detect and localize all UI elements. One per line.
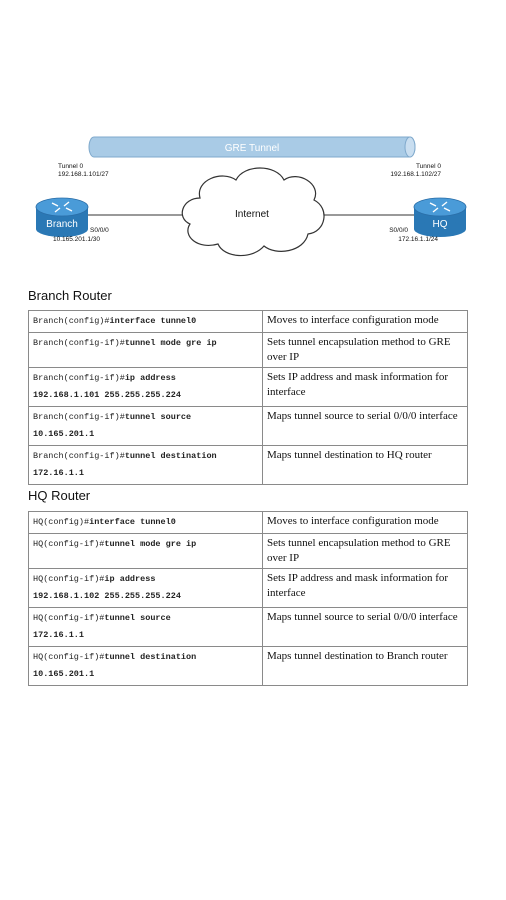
hq-command-table: HQ(config)#interface tunnel0 Moves to in… (28, 511, 468, 686)
internet-cloud: Internet (181, 167, 325, 257)
branch-router-icon: Branch (35, 197, 89, 237)
prompt-text: Branch(config-if)# (33, 338, 125, 348)
command-cell: Branch(config-if)#tunnel mode gre ip (28, 332, 263, 368)
description-cell: Maps tunnel destination to HQ router (262, 445, 468, 485)
prompt-text: HQ(config-if)# (33, 613, 105, 623)
command-cell: HQ(config-if)#ip address 192.168.1.102 25… (28, 568, 263, 608)
command-text: 172.16.1.1 (33, 630, 85, 640)
prompt-text: Branch(config-if)# (33, 451, 125, 461)
table-row: Branch(config-if)#tunnel destination 172.… (28, 445, 468, 485)
hq-section-title: HQ Router (28, 488, 91, 503)
hq-router-icon: HQ (413, 197, 467, 237)
command-text: tunnel source (104, 613, 171, 623)
branch-serial-if: S0/0/0 (90, 227, 109, 234)
description-cell: Moves to interface configuration mode (262, 511, 468, 534)
command-text: tunnel destination (104, 652, 197, 662)
table-row: HQ(config)#interface tunnel0 Moves to in… (28, 511, 468, 534)
command-text: 192.168.1.101 255.255.255.224 (33, 390, 181, 400)
command-text: tunnel mode gre ip (104, 539, 197, 549)
branch-serial-ip: 10.165.201.1/30 (53, 236, 100, 243)
table-row: HQ(config-if)#tunnel mode gre ip Sets tu… (28, 533, 468, 569)
description-cell: Sets IP address and mask information for… (262, 568, 468, 608)
description-cell: Moves to interface configuration mode (262, 310, 468, 333)
branch-section-title: Branch Router (28, 288, 112, 303)
command-text: ip address (104, 574, 156, 584)
branch-command-table: Branch(config)#interface tunnel0 Moves t… (28, 310, 468, 485)
table-row: HQ(config-if)#tunnel destination 10.165.2… (28, 646, 468, 686)
prompt-text: HQ(config)# (33, 517, 90, 527)
description-cell: Maps tunnel source to serial 0/0/0 inter… (262, 607, 468, 647)
command-cell: HQ(config-if)#tunnel mode gre ip (28, 533, 263, 569)
command-cell: Branch(config)#interface tunnel0 (28, 310, 263, 333)
branch-router-label: Branch (46, 219, 78, 230)
command-text: tunnel mode gre ip (124, 338, 217, 348)
command-text: interface tunnel0 (109, 316, 197, 326)
hq-router-label: HQ (433, 219, 448, 230)
command-text: 10.165.201.1 (33, 429, 95, 439)
tunnel-label: GRE Tunnel (225, 143, 279, 154)
hq-tunnel-ip: 192.168.1.102/27 (390, 171, 441, 178)
hq-tunnel-if: Tunnel 0 (416, 163, 441, 170)
cloud-label: Internet (235, 209, 269, 220)
hq-serial-if: S0/0/0 (389, 227, 408, 234)
command-text: tunnel destination (124, 451, 217, 461)
description-cell: Maps tunnel destination to Branch router (262, 646, 468, 686)
command-cell: HQ(config)#interface tunnel0 (28, 511, 263, 534)
command-text: 192.168.1.102 255.255.255.224 (33, 591, 181, 601)
branch-tunnel-if: Tunnel 0 (58, 163, 83, 170)
command-text: tunnel source (124, 412, 192, 422)
prompt-text: Branch(config-if)# (33, 373, 125, 383)
prompt-text: Branch(config-if)# (33, 412, 125, 422)
command-cell: Branch(config-if)#tunnel source 10.165.20… (28, 406, 263, 446)
table-row: HQ(config-if)#tunnel source 172.16.1.1 Ma… (28, 607, 468, 647)
command-text: interface tunnel0 (89, 517, 176, 527)
command-cell: Branch(config-if)#ip address 192.168.1.10… (28, 367, 263, 407)
table-row: HQ(config-if)#ip address 192.168.1.102 25… (28, 568, 468, 608)
table-row: Branch(config)#interface tunnel0 Moves t… (28, 310, 468, 333)
branch-tunnel-ip: 192.168.1.101/27 (58, 171, 109, 178)
table-row: Branch(config-if)#tunnel mode gre ip Set… (28, 332, 468, 368)
table-row: Branch(config-if)#tunnel source 10.165.20… (28, 406, 468, 446)
description-cell: Sets IP address and mask information for… (262, 367, 468, 407)
description-cell: Maps tunnel source to serial 0/0/0 inter… (262, 406, 468, 446)
hq-serial-ip: 172.16.1.1/24 (398, 236, 438, 243)
gre-network-diagram: GRE Tunnel Internet Branch HQ Tunnel 0 1… (35, 136, 467, 257)
command-cell: HQ(config-if)#tunnel source 172.16.1.1 (28, 607, 263, 647)
description-cell: Sets tunnel encapsulation method to GRE … (262, 533, 468, 569)
prompt-text: HQ(config-if)# (33, 539, 105, 549)
command-cell: HQ(config-if)#tunnel destination 10.165.2… (28, 646, 263, 686)
gre-tunnel: GRE Tunnel (88, 136, 416, 158)
command-text: 10.165.201.1 (33, 669, 95, 679)
description-cell: Sets tunnel encapsulation method to GRE … (262, 332, 468, 368)
prompt-text: HQ(config-if)# (33, 652, 105, 662)
prompt-text: HQ(config-if)# (33, 574, 105, 584)
command-cell: Branch(config-if)#tunnel destination 172.… (28, 445, 263, 485)
prompt-text: Branch(config)# (33, 316, 110, 326)
command-text: 172.16.1.1 (33, 468, 85, 478)
command-text: ip address (124, 373, 176, 383)
table-row: Branch(config-if)#ip address 192.168.1.10… (28, 367, 468, 407)
